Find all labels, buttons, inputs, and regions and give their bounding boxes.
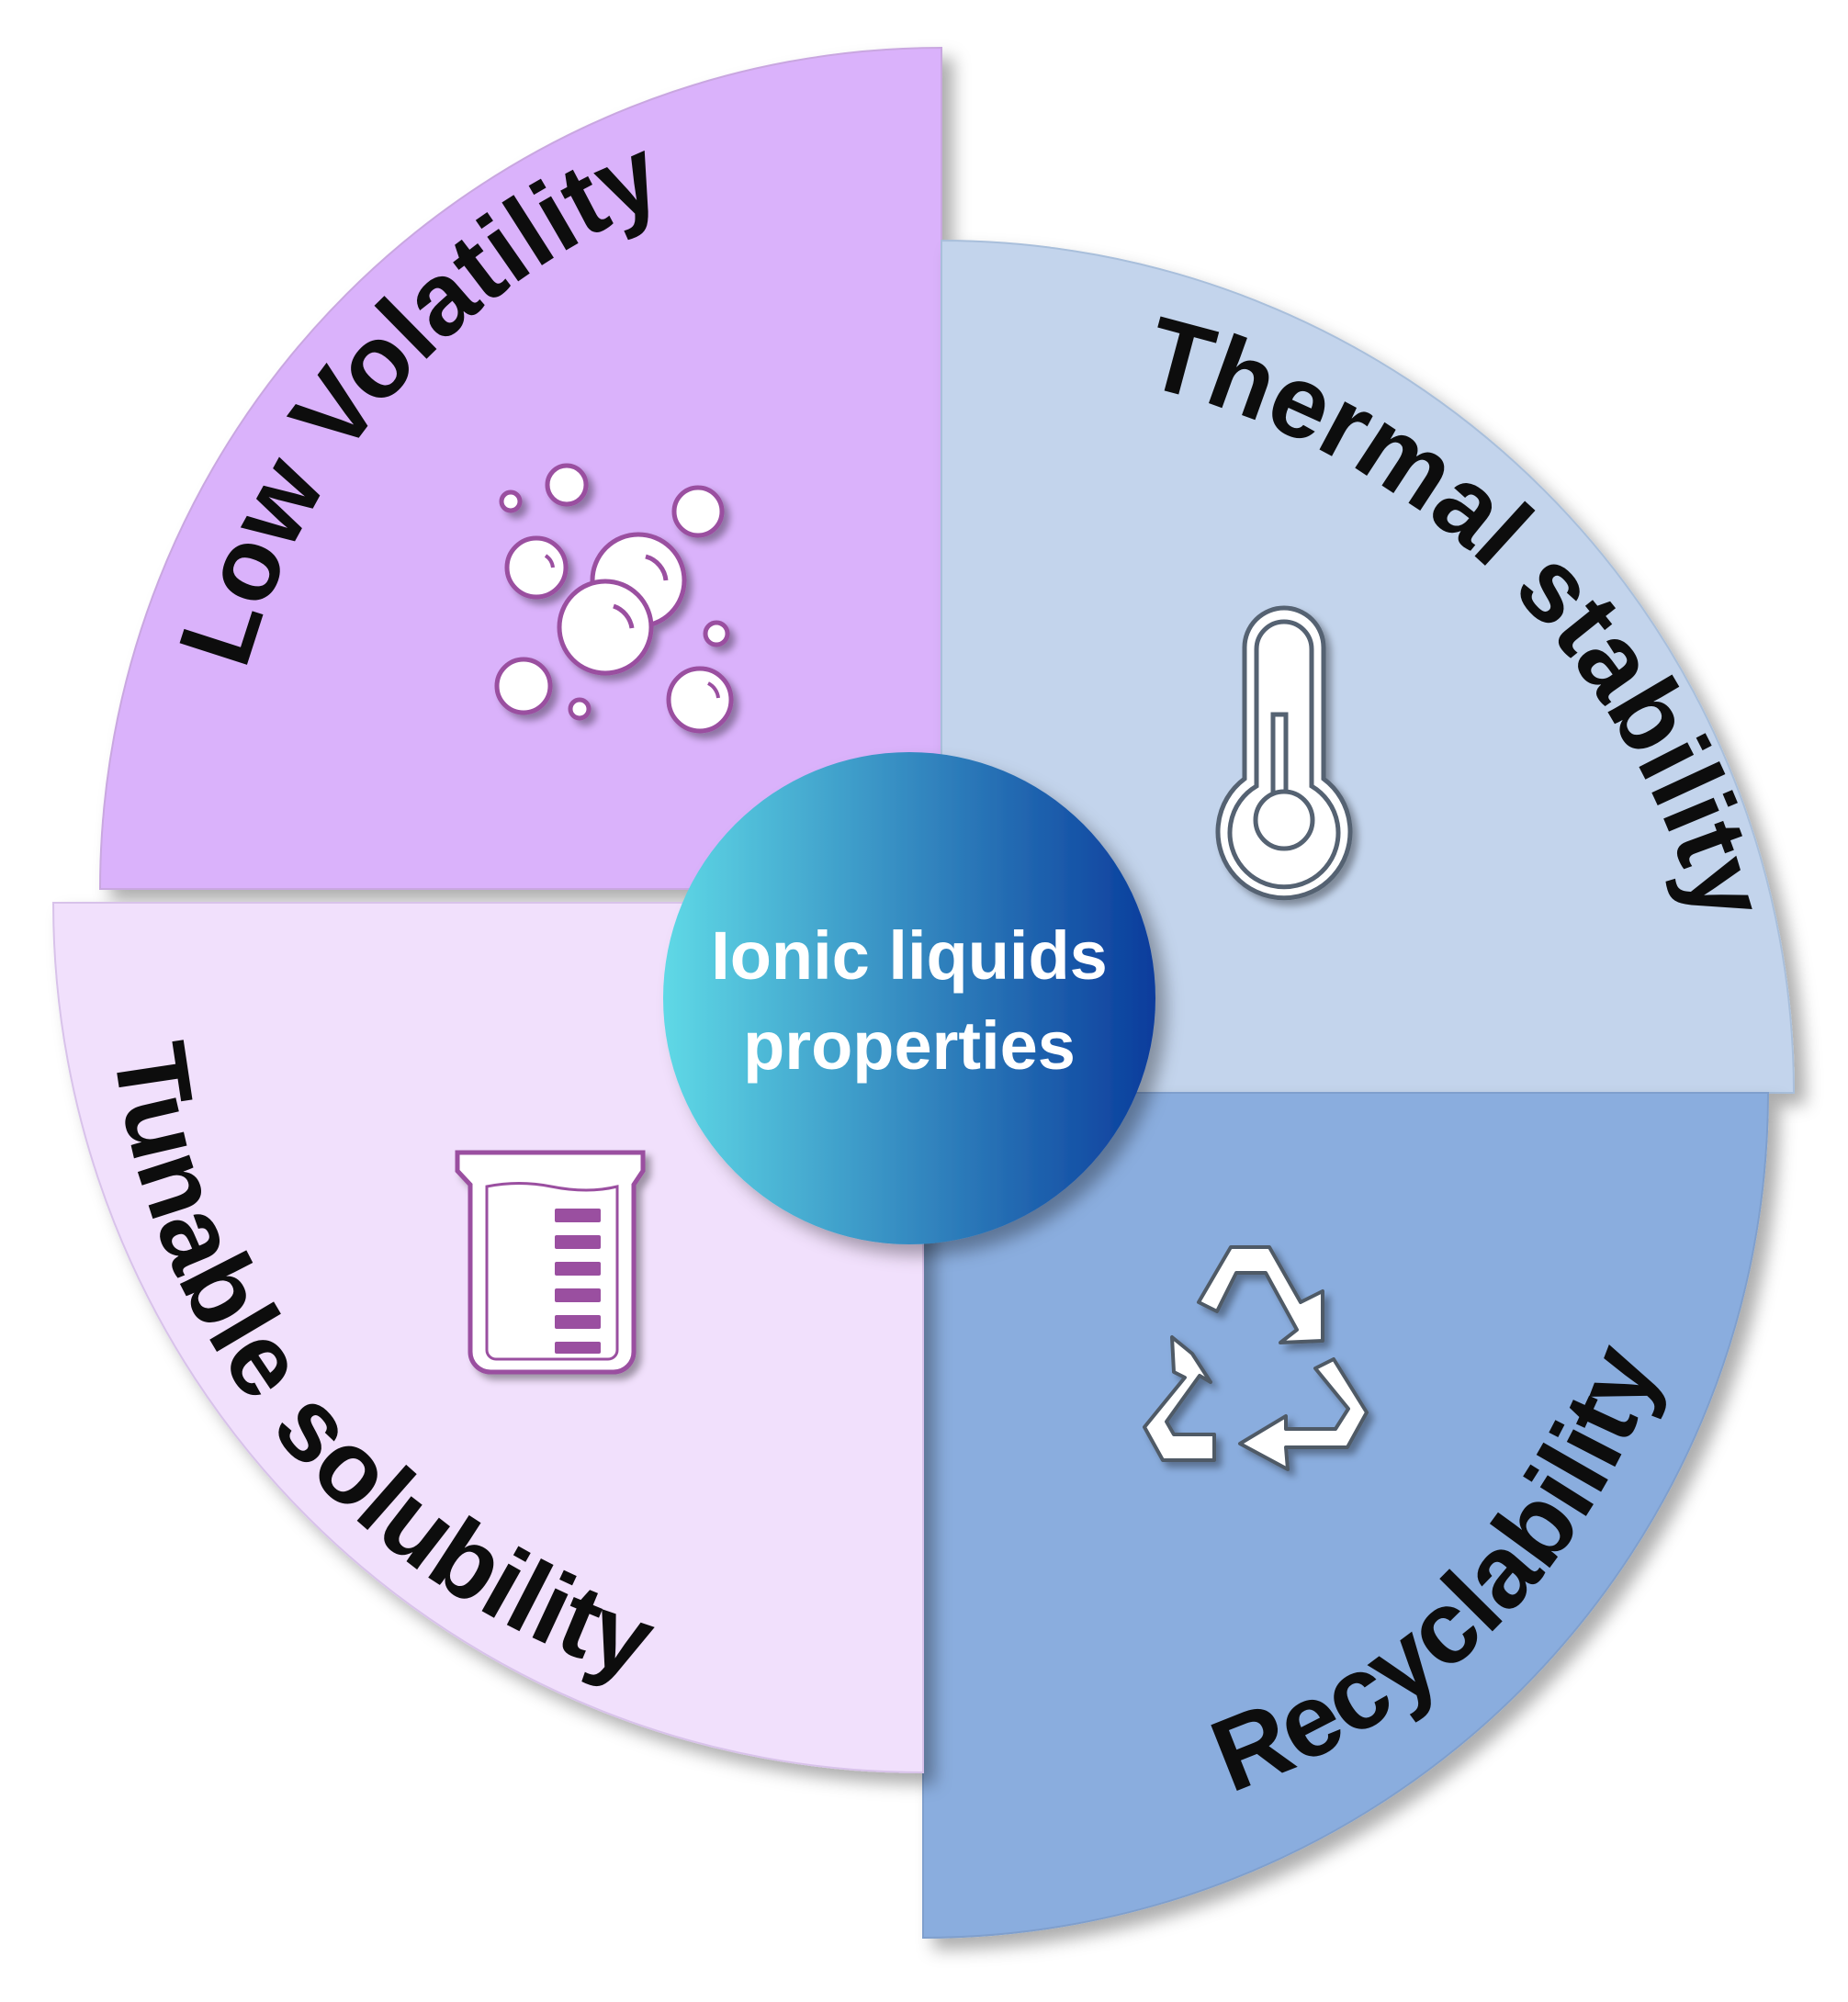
thermal-stability-sector [941,239,1796,1094]
thermometer-icon [1215,605,1353,901]
bubbles-icon [494,463,734,734]
low-volatility-sector [98,46,942,890]
recycle-icon [1143,1245,1369,1471]
center-title-line2: properties [743,1007,1076,1084]
center-title-line1: Ionic liquids [711,917,1108,994]
center-circle [663,752,1155,1244]
beaker-icon [455,1150,646,1375]
recyclability-sector [922,1092,1770,1940]
